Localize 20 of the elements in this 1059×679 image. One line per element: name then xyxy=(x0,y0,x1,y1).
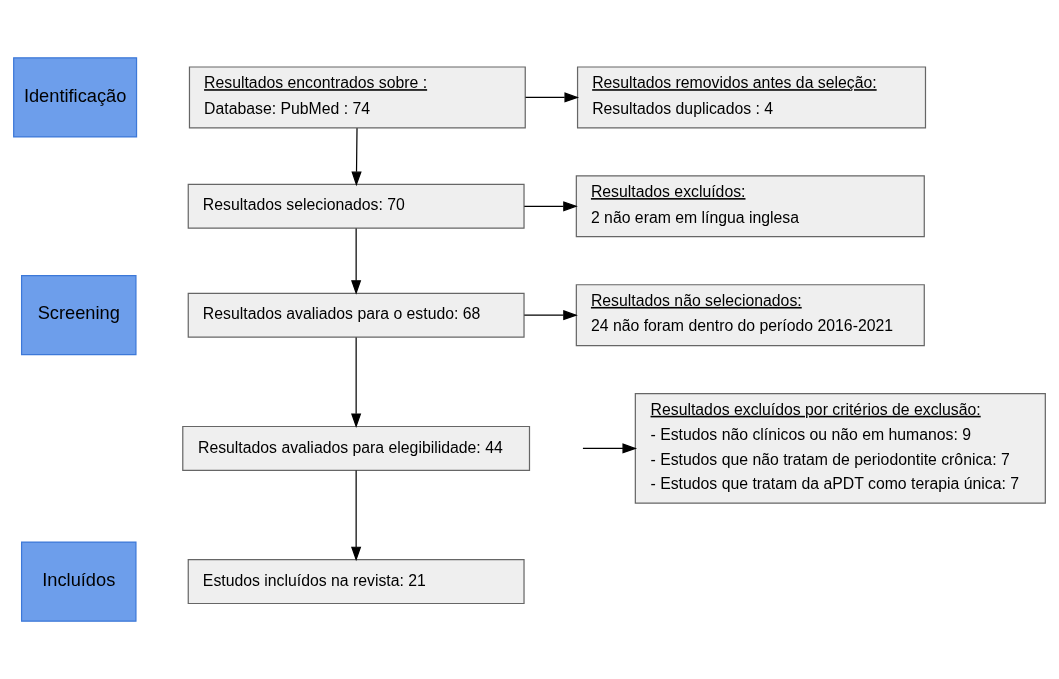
node-box: Resultados excluídos: 2 não eram em língua inglesa xyxy=(575,175,925,238)
node-box: Resultados avaliados para o estudo: 68 xyxy=(187,292,525,338)
node-box: Resultados avaliados para elegibilidade: 44 xyxy=(182,425,531,471)
node-box: Incluídos xyxy=(21,541,137,622)
arrow xyxy=(351,127,362,187)
arrow xyxy=(351,470,362,562)
arrow xyxy=(523,201,578,212)
node-box: Resultados excluídos por critérios de exclusão: - Estudos não clínicos ou não em humanos: 9 - Estudos que não tratam de periodontite crônica: 7 - Estudos que tratam da aPDT como terapia única: 7 xyxy=(634,393,1046,504)
arrow xyxy=(351,227,362,295)
node-box: Screening xyxy=(21,275,137,356)
node-box: Estudos incluídos na revista: 21 xyxy=(187,559,525,605)
node-box: Resultados selecionados: 70 xyxy=(187,183,525,229)
node-box: Identificação xyxy=(13,57,138,138)
arrow xyxy=(523,310,578,321)
arrow xyxy=(524,92,580,103)
arrow xyxy=(582,443,638,454)
arrow xyxy=(351,336,362,429)
node-box: Resultados não selecionados: 24 não foram dentro do período 2016-2021 xyxy=(575,284,925,347)
node-box: Resultados encontrados sobre : Database: PubMed : 74 xyxy=(188,66,526,129)
node-box: Resultados removidos antes da seleção: Resultados duplicados : 4 xyxy=(576,66,927,129)
